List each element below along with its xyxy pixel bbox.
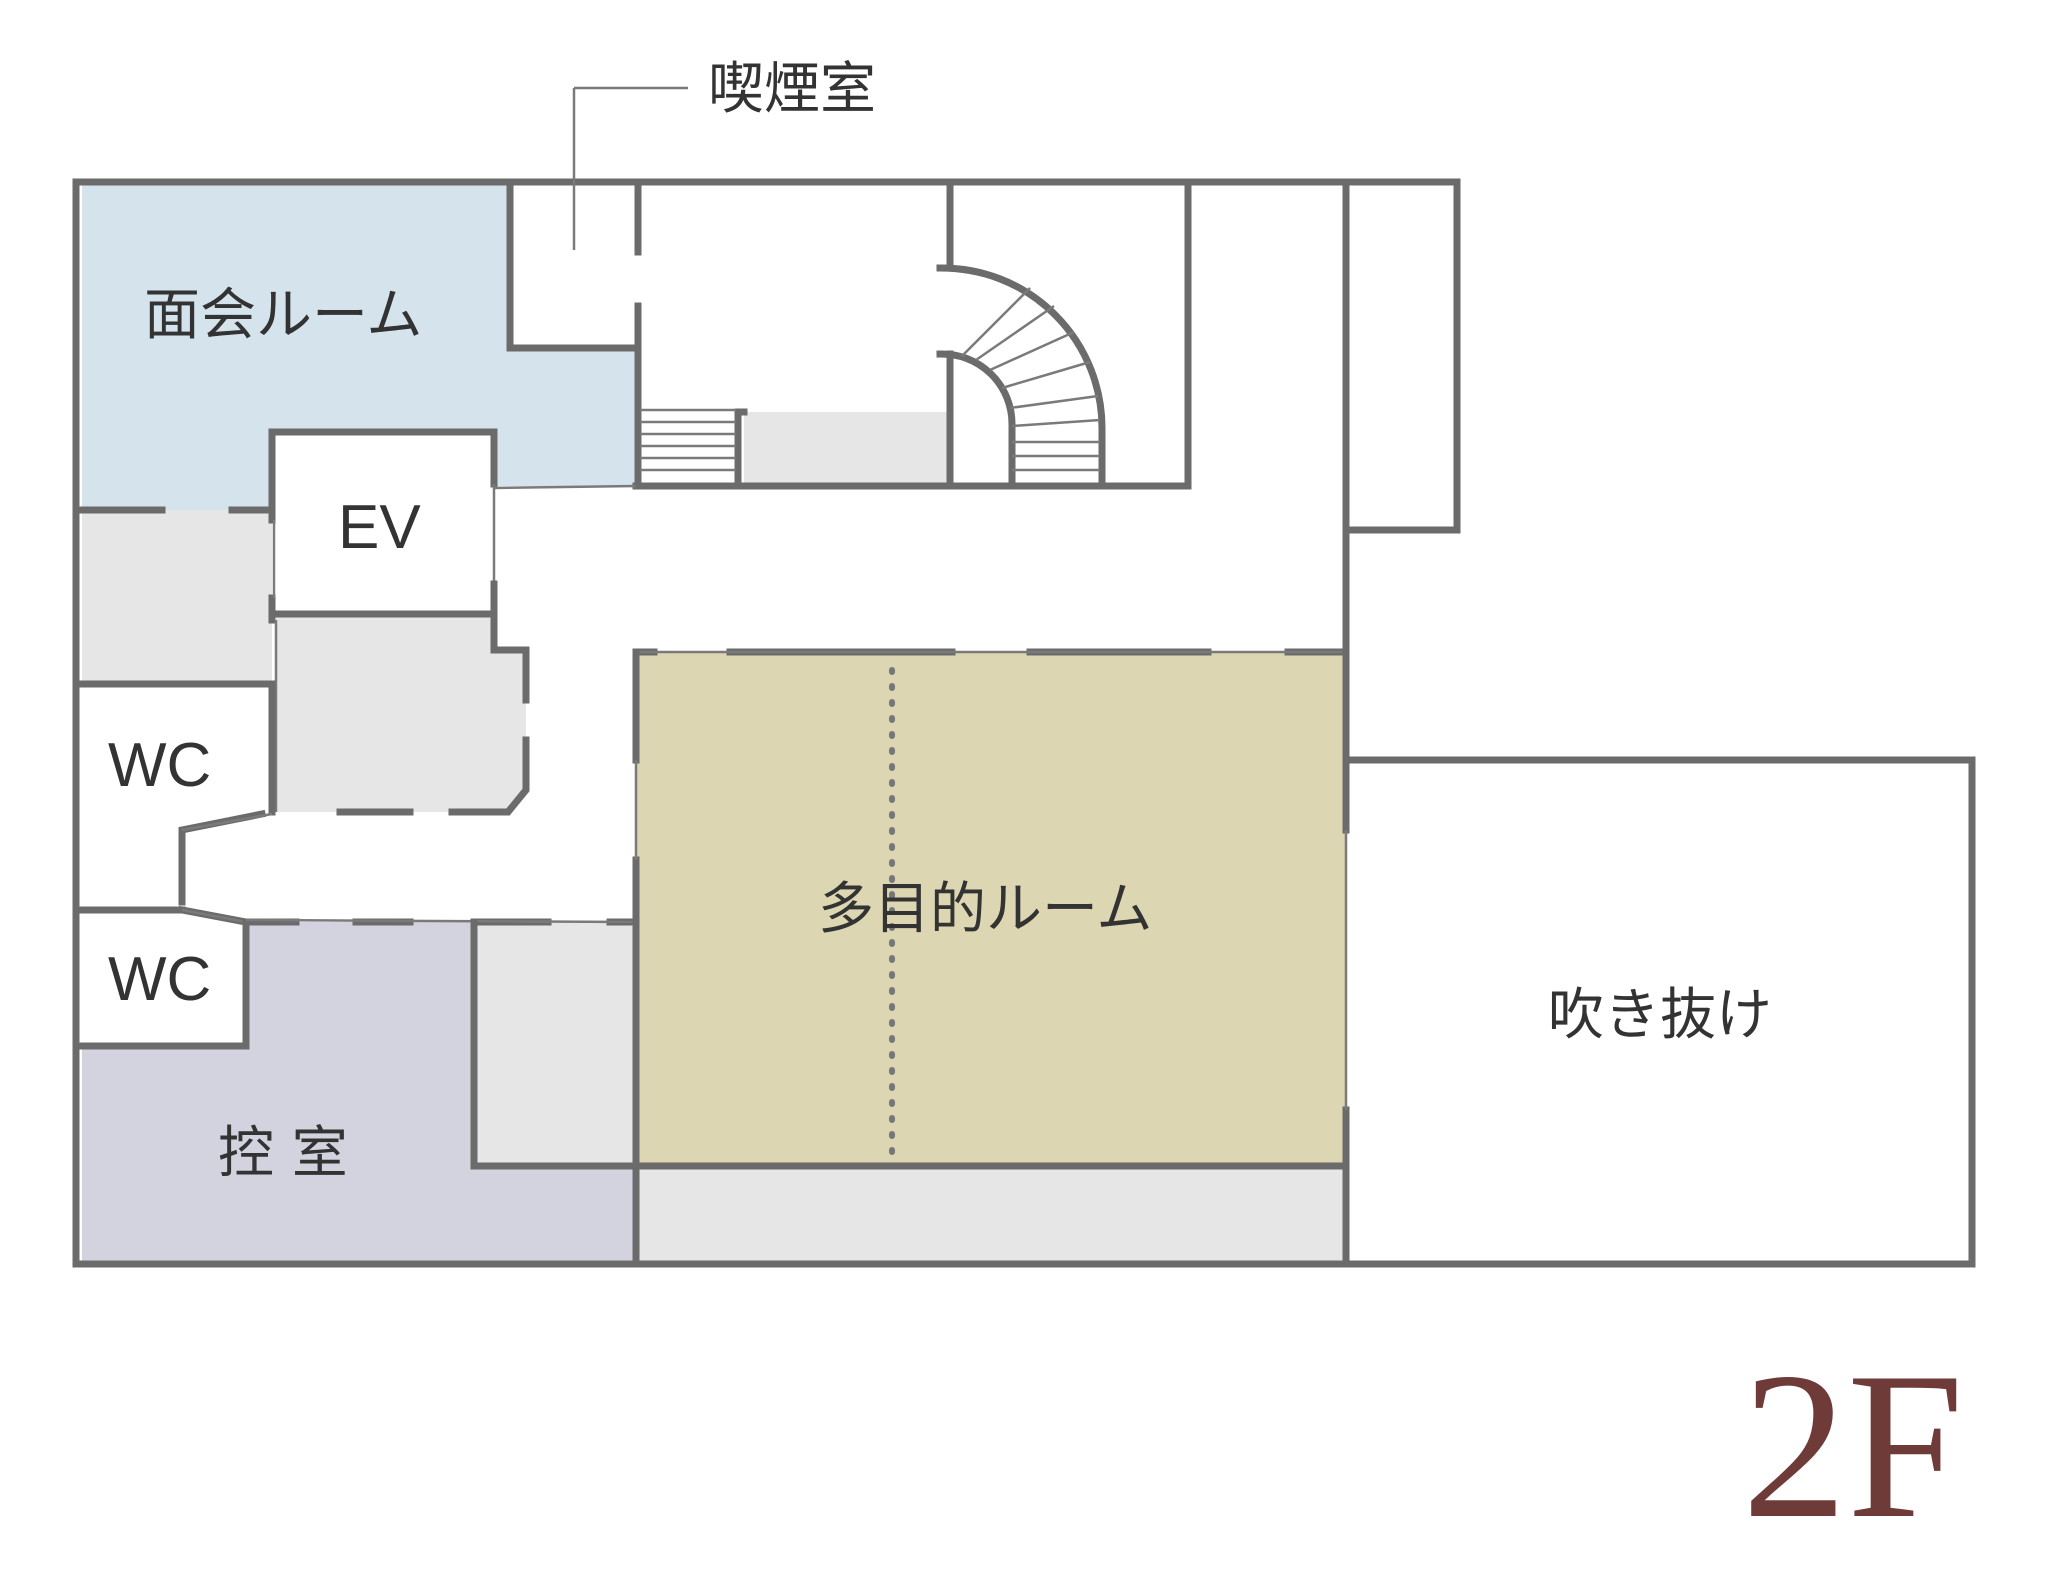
service-area-center	[276, 614, 526, 812]
service-area-stair-landing	[744, 412, 948, 484]
waiting-room-north-thin	[245, 918, 637, 924]
spiral-stair-inner	[936, 350, 1016, 490]
wc-lower-door-thin	[181, 908, 247, 924]
spiral-stair-outer	[936, 264, 1106, 490]
elevator-label: EV	[338, 493, 421, 562]
ev-shaft-wall	[268, 428, 498, 524]
multipurpose-room-label: 多目的ルーム	[818, 877, 1152, 942]
wc-lower-label: WC	[108, 945, 211, 1014]
floor-label: 2F	[1742, 1330, 1964, 1562]
service-area-bottom	[636, 1166, 1346, 1262]
service-center-wall	[490, 646, 530, 704]
meeting-room-label: 面会ルーム	[144, 283, 422, 348]
atrium-wall	[1342, 756, 1976, 1268]
waiting-room-area	[82, 922, 636, 1262]
wc-upper-door-thin	[181, 812, 273, 832]
meeting-room-area	[82, 182, 636, 510]
wc-upper-label: WC	[108, 731, 211, 800]
straight-stair-treads	[640, 408, 736, 472]
outer-wall-top	[72, 178, 1350, 1268]
smoking-room-label: 喫煙室	[708, 57, 876, 122]
stair-wall	[734, 408, 748, 490]
outer-wall	[1342, 178, 1461, 764]
spiral-stair-treads	[961, 287, 1101, 472]
smoking-room-wall	[506, 178, 640, 352]
stair-block-right	[734, 178, 1192, 490]
service-center-wall-2	[448, 736, 530, 816]
service-area-left	[82, 510, 272, 682]
wc-upper-wall	[72, 680, 276, 816]
atrium-label: 吹き抜け	[1548, 983, 1772, 1048]
multipurpose-room-area	[636, 652, 1346, 1166]
waiting-room-label: 控 室	[218, 1121, 348, 1186]
service-area-corridor	[474, 922, 636, 1166]
corridor-partition-wall	[470, 918, 640, 1170]
meeting-room-lobby-thin	[493, 484, 637, 490]
